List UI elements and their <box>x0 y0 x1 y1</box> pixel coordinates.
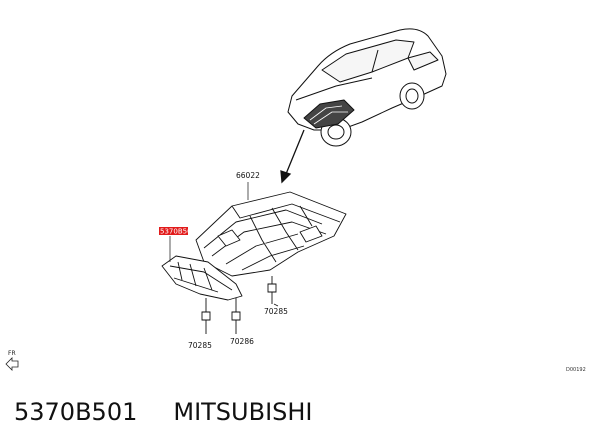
part-number: 5370B501 <box>14 398 138 426</box>
callout-highlight-box <box>159 227 188 235</box>
parts-diagram: 66022 5370B501 70285 70285 70286 FR D001… <box>5 28 586 373</box>
brand-name: MITSUBISHI <box>173 398 313 426</box>
fastener-center <box>231 298 241 334</box>
callout-70285-right: 70285 <box>264 307 288 316</box>
front-under-guard <box>161 255 243 301</box>
fr-arrow-icon <box>5 357 19 371</box>
main-under-guard <box>195 191 347 277</box>
vehicle-illustration <box>287 28 447 147</box>
front-direction-indicator: FR <box>5 350 19 371</box>
callout-70286: 70286 <box>230 337 254 346</box>
detail-arrow <box>280 129 305 184</box>
callout-highlighted: 5370B501 <box>159 227 196 236</box>
drawing-code: D00192 <box>566 367 586 373</box>
fastener-right <box>267 276 277 304</box>
fr-label: FR <box>8 350 16 357</box>
callout-70285-left: 70285 <box>188 341 212 350</box>
leader-lines <box>169 182 279 307</box>
callout-66022: 66022 <box>236 171 260 180</box>
part-footer: 5370B501 MITSUBISHI <box>14 392 313 432</box>
callout-5370b501: 5370B501 <box>160 228 196 236</box>
fastener-left <box>201 298 211 334</box>
